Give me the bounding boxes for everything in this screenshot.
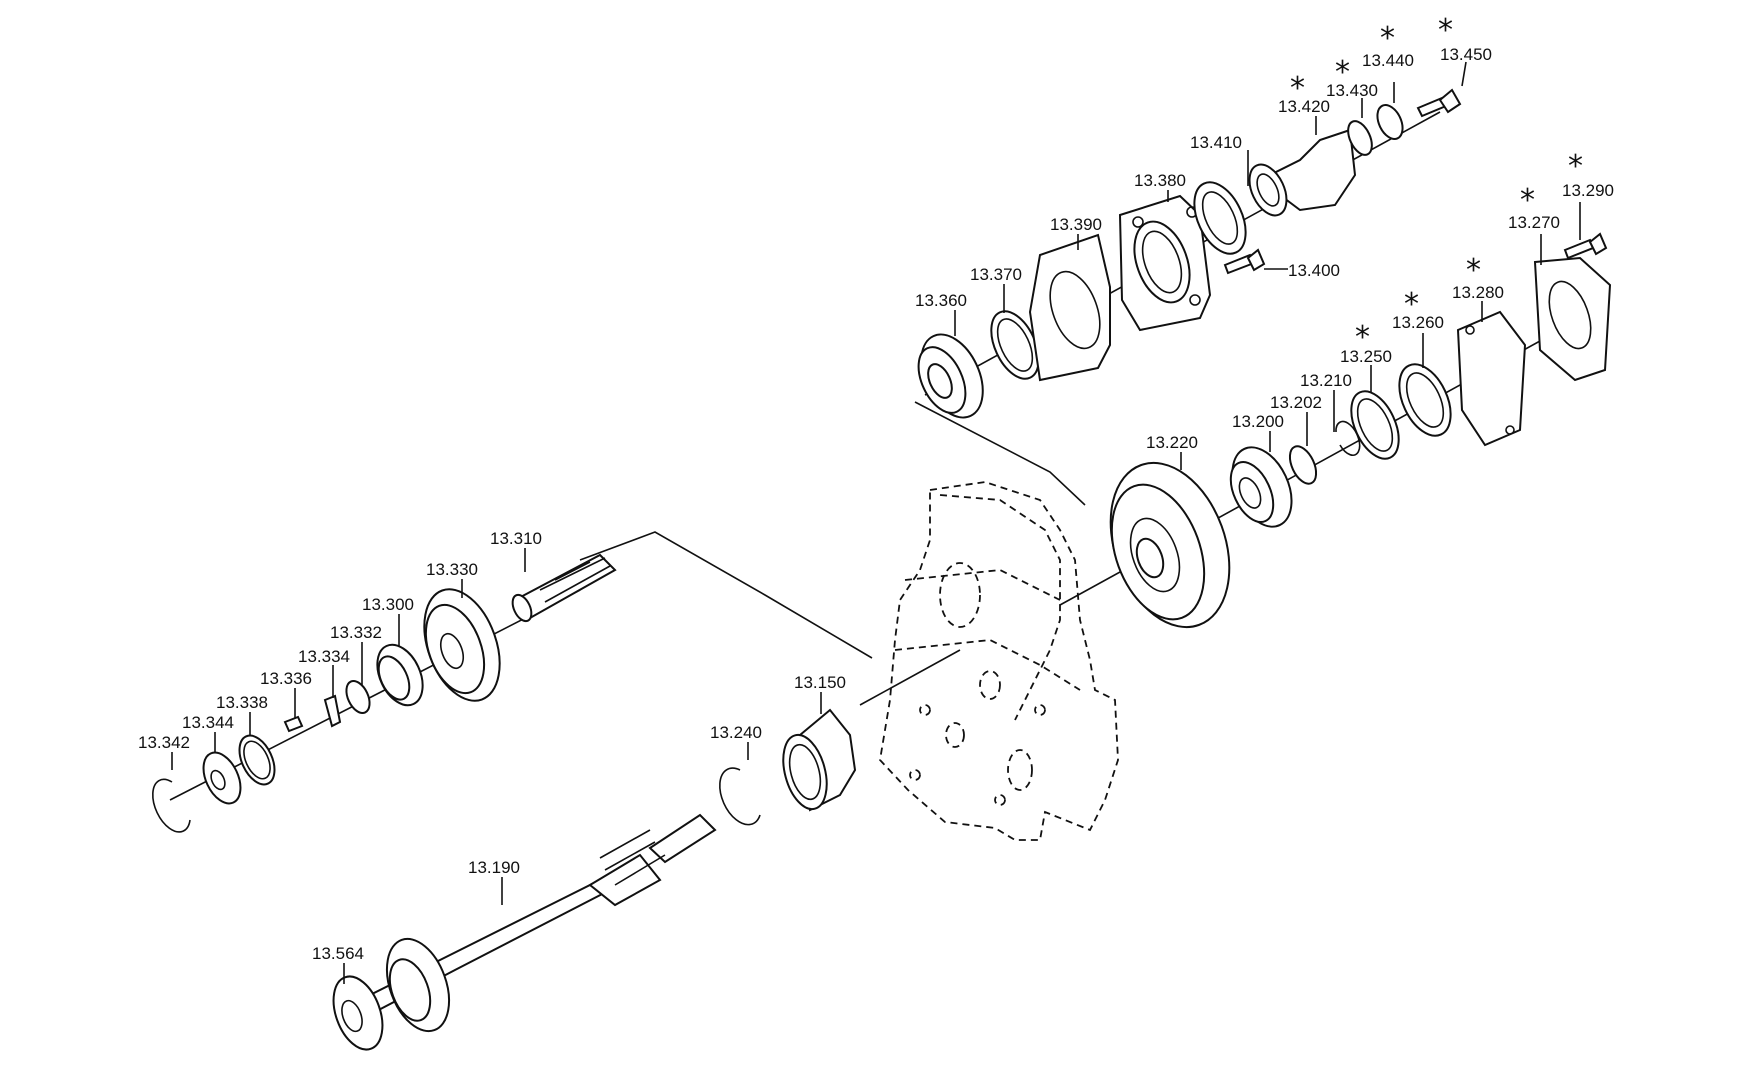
leader-lines bbox=[171, 61, 1581, 984]
part-labels: 13.450 13.440 13.430 13.420 13.410 13.38… bbox=[138, 45, 1614, 963]
label-13-290: 13.290 bbox=[1562, 181, 1614, 200]
label-13-332: 13.332 bbox=[330, 623, 382, 642]
flange-13-420 bbox=[1248, 128, 1357, 217]
label-13-360: 13.360 bbox=[915, 291, 967, 310]
label-13-310: 13.310 bbox=[490, 529, 542, 548]
gearbox-housing bbox=[879, 481, 1119, 841]
label-13-344: 13.344 bbox=[182, 713, 234, 732]
label-13-390: 13.390 bbox=[1050, 215, 1102, 234]
label-13-420: 13.420 bbox=[1278, 97, 1330, 116]
label-13-370: 13.370 bbox=[970, 265, 1022, 284]
gasket-13-280 bbox=[1456, 310, 1527, 447]
label-13-240: 13.240 bbox=[710, 723, 762, 742]
label-13-440: 13.440 bbox=[1362, 51, 1414, 70]
bearing-13-300 bbox=[376, 643, 424, 707]
label-13-270: 13.270 bbox=[1508, 213, 1560, 232]
clip-13-334 bbox=[323, 694, 342, 728]
disc-13-332 bbox=[345, 680, 371, 714]
label-13-450: 13.450 bbox=[1440, 45, 1492, 64]
asterisk-13-270: * bbox=[1520, 183, 1535, 218]
shim-13-250 bbox=[1350, 390, 1400, 460]
gasket-13-390 bbox=[1028, 233, 1111, 382]
label-13-210: 13.210 bbox=[1300, 371, 1352, 390]
label-13-220: 13.220 bbox=[1146, 433, 1198, 452]
gear-13-564 bbox=[332, 937, 451, 1051]
label-13-430: 13.430 bbox=[1326, 81, 1378, 100]
cover-13-380 bbox=[1118, 194, 1212, 332]
washer-13-344 bbox=[202, 751, 242, 805]
bearing-13-360 bbox=[917, 333, 984, 419]
label-13-260: 13.260 bbox=[1392, 313, 1444, 332]
asterisk-13-450: * bbox=[1438, 13, 1453, 48]
splined-shaft-13-310 bbox=[511, 553, 617, 623]
ring-13-338 bbox=[238, 734, 276, 786]
label-13-400: 13.400 bbox=[1288, 261, 1340, 280]
sleeve-13-150 bbox=[782, 708, 857, 812]
label-13-250: 13.250 bbox=[1340, 347, 1392, 366]
input-shaft-assembly bbox=[152, 531, 873, 833]
label-13-150: 13.150 bbox=[794, 673, 846, 692]
asterisk-13-280: * bbox=[1466, 253, 1481, 288]
shim-13-260 bbox=[1398, 363, 1452, 437]
lower-shaft-assembly bbox=[332, 649, 961, 1051]
circlip-13-240 bbox=[719, 767, 761, 826]
label-13-342: 13.342 bbox=[138, 733, 190, 752]
label-13-202: 13.202 bbox=[1270, 393, 1322, 412]
label-13-280: 13.280 bbox=[1452, 283, 1504, 302]
label-13-300: 13.300 bbox=[362, 595, 414, 614]
label-13-410: 13.410 bbox=[1190, 133, 1242, 152]
asterisk-13-420: * bbox=[1290, 71, 1305, 106]
asterisk-13-440: * bbox=[1380, 21, 1395, 56]
o-ring-13-430 bbox=[1347, 120, 1373, 156]
washer-13-440 bbox=[1376, 104, 1404, 140]
label-13-380: 13.380 bbox=[1134, 171, 1186, 190]
label-13-336: 13.336 bbox=[260, 669, 312, 688]
label-13-200: 13.200 bbox=[1232, 412, 1284, 431]
asterisk-13-430: * bbox=[1335, 55, 1350, 90]
output-flange-assembly bbox=[914, 88, 1462, 506]
label-13-564: 13.564 bbox=[312, 944, 364, 963]
bolt-13-290 bbox=[1563, 232, 1608, 260]
asterisk-13-250: * bbox=[1355, 320, 1370, 355]
bolt-13-400 bbox=[1223, 248, 1288, 275]
bearing-13-200 bbox=[1229, 446, 1293, 528]
asterisk-markers: * * * * * * * * * bbox=[1290, 13, 1583, 355]
bolt-13-450 bbox=[1416, 88, 1462, 118]
label-13-190: 13.190 bbox=[468, 858, 520, 877]
asterisk-13-290: * bbox=[1568, 149, 1583, 184]
label-13-334: 13.334 bbox=[298, 647, 350, 666]
screw-13-336 bbox=[283, 715, 304, 733]
cover-13-270 bbox=[1533, 256, 1612, 382]
gear-13-330 bbox=[423, 588, 501, 702]
ring-13-202 bbox=[1288, 445, 1318, 485]
label-13-330: 13.330 bbox=[426, 560, 478, 579]
snap-ring-13-342 bbox=[152, 778, 191, 833]
intermediate-gear-assembly bbox=[1059, 232, 1612, 629]
gear-13-220 bbox=[1109, 461, 1231, 629]
asterisk-13-260: * bbox=[1404, 287, 1419, 322]
seal-13-410 bbox=[1193, 181, 1247, 255]
label-13-338: 13.338 bbox=[216, 693, 268, 712]
